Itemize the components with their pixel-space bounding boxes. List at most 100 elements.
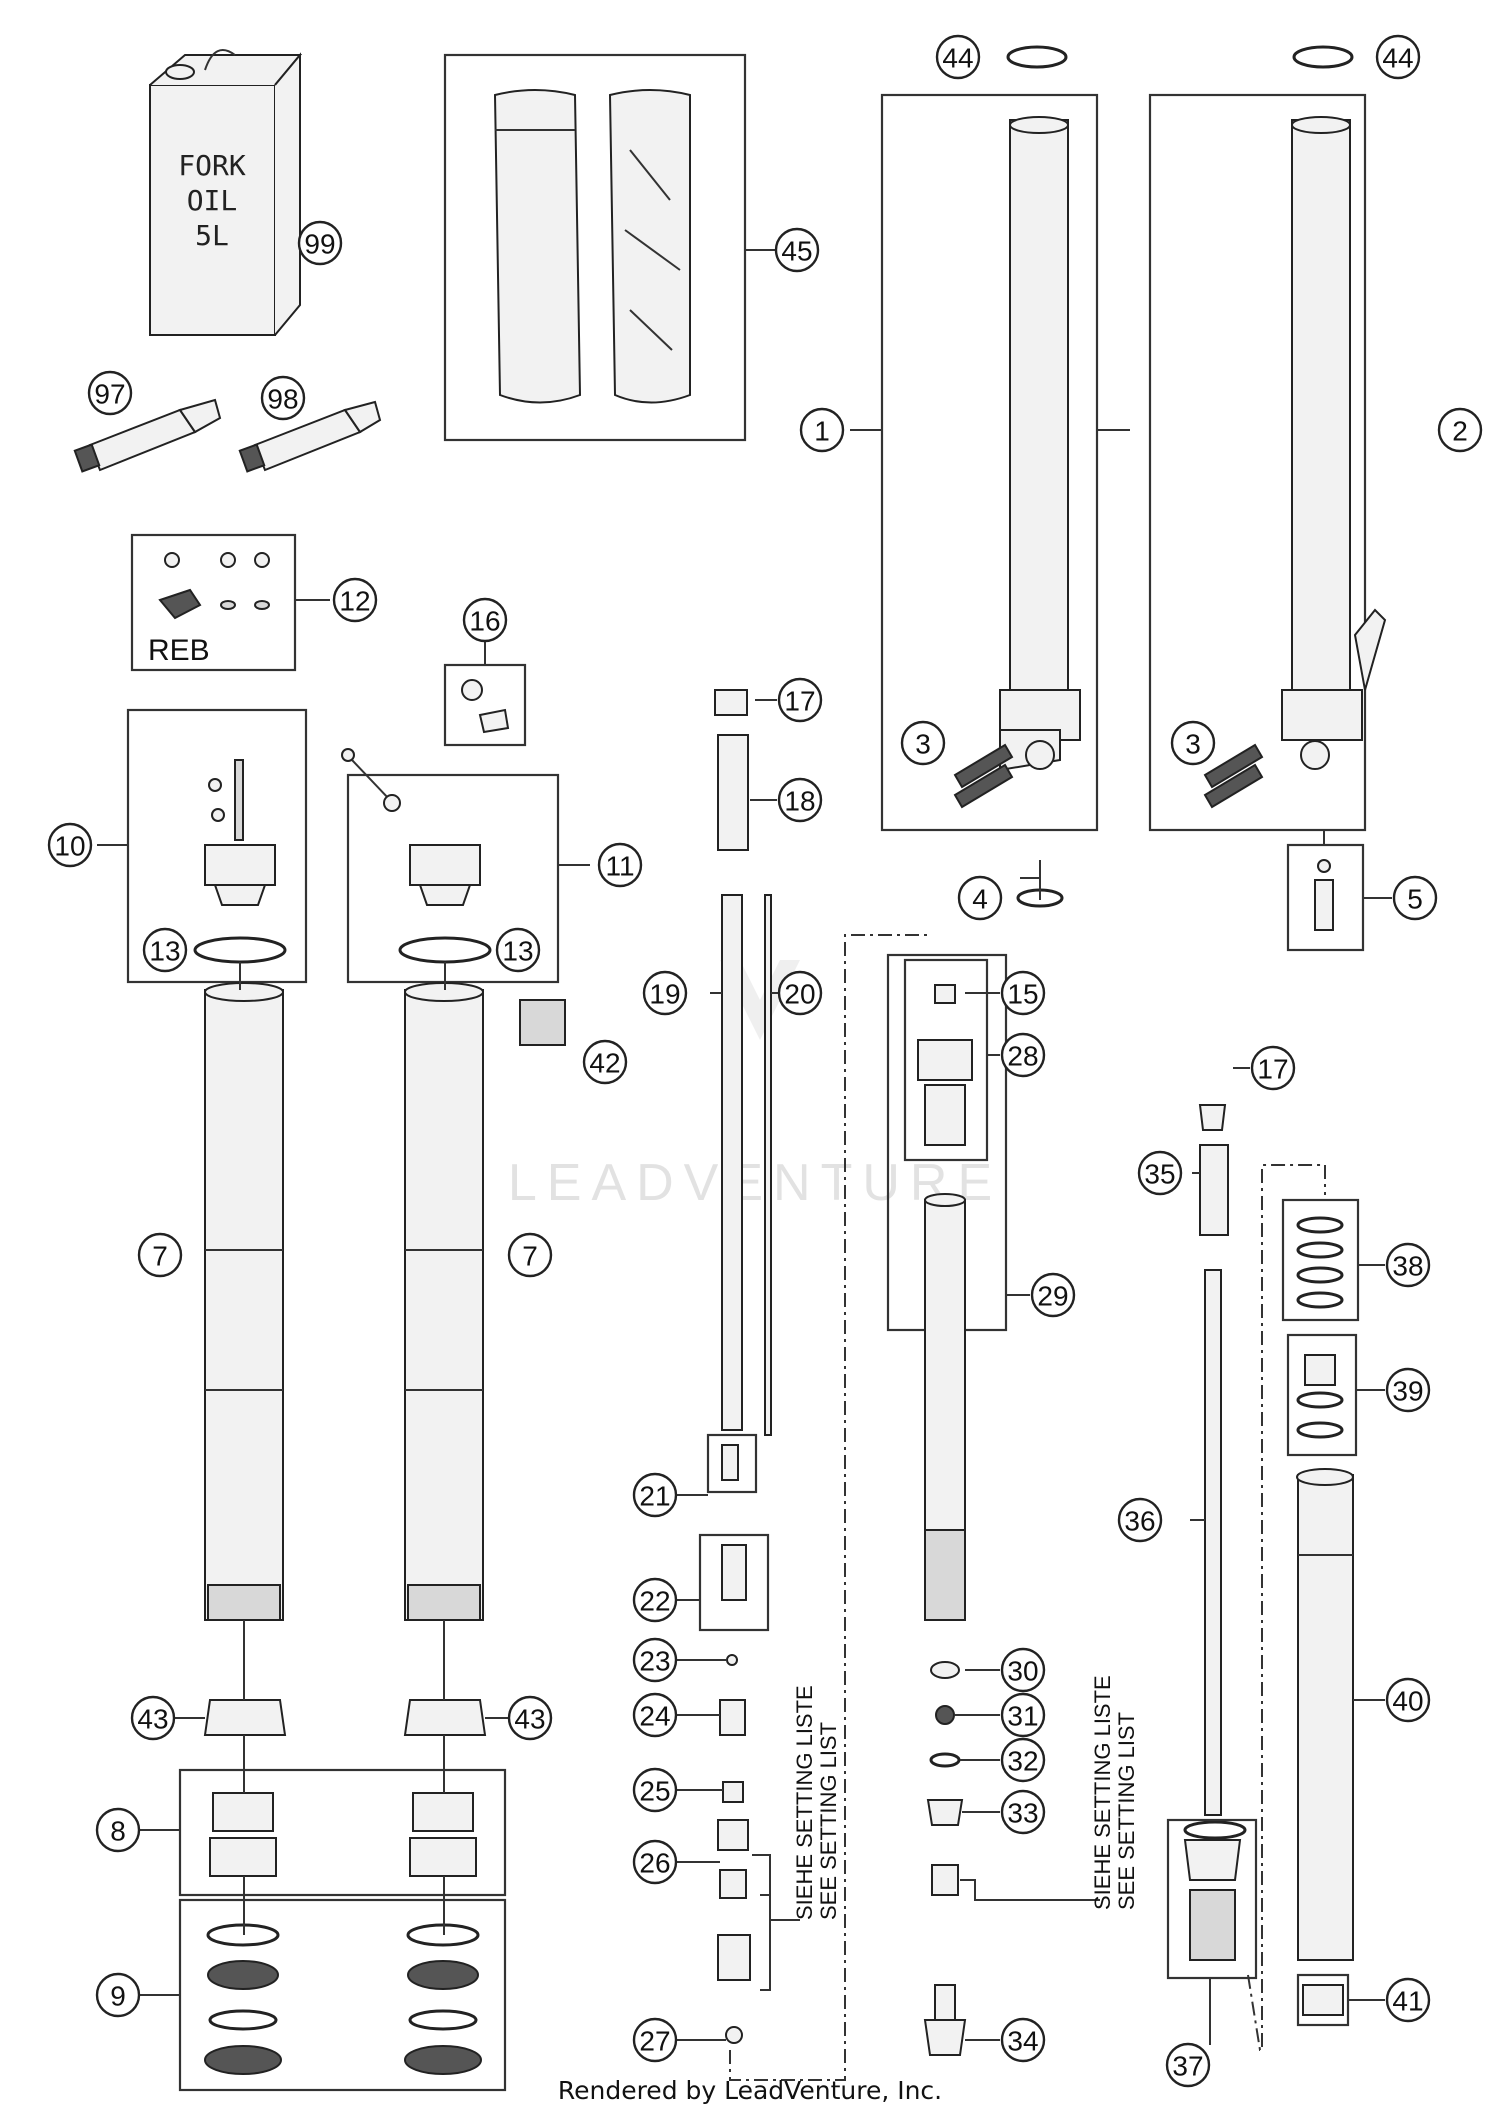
callout-circle [1437, 407, 1483, 453]
callout-21: 21 [632, 1472, 678, 1518]
grease-tube-97 [73, 398, 222, 473]
callout-circle [1385, 1367, 1431, 1413]
damper-rod-column [714, 689, 772, 2044]
callout-40: 40 [1385, 1677, 1431, 1723]
box-21 [706, 1433, 758, 1494]
callout-circle [900, 720, 946, 766]
callout-10: 10 [47, 822, 93, 868]
callout-circle [1030, 1272, 1076, 1318]
callout-circle [1250, 1045, 1296, 1091]
o-ring-44-right [1292, 45, 1354, 69]
callout-number: 9 [110, 1981, 126, 2012]
outer-tube-right [1203, 116, 1387, 809]
callout-19: 19 [642, 970, 688, 1016]
callout-circle [130, 1695, 176, 1741]
bleed-screw-box [443, 663, 527, 747]
callout-number: 24 [639, 1701, 670, 1732]
callout-circle [462, 597, 508, 643]
callout-number: 44 [1382, 43, 1413, 74]
callout-38: 38 [1385, 1242, 1431, 1288]
callout-number: 26 [639, 1848, 670, 1879]
watermark-text: LEADVENTURE [508, 1154, 1002, 1212]
callout-circle [1137, 1150, 1183, 1196]
callout-circle [1000, 1647, 1046, 1693]
callout-5: 5 [1392, 875, 1438, 921]
bushings-8 [209, 1792, 477, 1877]
callout-31: 31 [1000, 1692, 1046, 1738]
cartridge-29 [917, 984, 973, 1621]
callout-number: 17 [784, 686, 815, 717]
callout-97: 97 [87, 370, 133, 416]
callout-circle [495, 927, 541, 973]
callout-circle [777, 970, 823, 1016]
callout-circle [137, 1232, 183, 1278]
callout-28: 28 [1000, 1032, 1046, 1078]
can-label-oil: OIL [187, 184, 238, 217]
bushing-box [178, 1768, 507, 1897]
callout-number: 27 [639, 2026, 670, 2057]
dash-line-right [1247, 1164, 1326, 2051]
callout-circle [632, 1472, 678, 1518]
callout-44: 44 [935, 34, 981, 80]
callout-circle [632, 1692, 678, 1738]
callout-circle [1385, 1677, 1431, 1723]
callout-circle [632, 2017, 678, 2063]
inner-tube-left [204, 982, 284, 1621]
setting-en-2: SEE SETTING LIST [1114, 1712, 1139, 1910]
callout-3: 3 [900, 720, 946, 766]
setting-de-2: SIEHE SETTING LISTE [1090, 1675, 1115, 1910]
callout-number: 31 [1007, 1701, 1038, 1732]
callout-number: 98 [267, 384, 298, 415]
callout-number: 23 [639, 1646, 670, 1677]
spring-box-38 [1281, 1198, 1360, 1322]
callout-30: 30 [1000, 1647, 1046, 1693]
callout-7: 7 [137, 1232, 183, 1278]
callout-number: 3 [915, 729, 931, 760]
callout-number: 37 [1172, 2051, 1203, 2082]
part-42 [519, 999, 566, 1046]
callout-13: 13 [142, 927, 188, 973]
callout-number: 30 [1007, 1656, 1038, 1687]
callout-circle [774, 227, 820, 273]
callout-15: 15 [1000, 970, 1046, 1016]
callout-23: 23 [632, 1637, 678, 1683]
leader-lines [97, 249, 1392, 2045]
dash-line-left [729, 934, 930, 2081]
callout-circle [1170, 720, 1216, 766]
callout-circle [87, 370, 133, 416]
callout-number: 8 [110, 1816, 126, 1847]
callout-99: 99 [297, 220, 343, 266]
callout-98: 98 [260, 375, 306, 421]
setting-bracket-1 [752, 1854, 800, 1991]
outer-tube-right-box [1148, 93, 1367, 832]
callout-number: 4 [972, 884, 988, 915]
callout-18: 18 [777, 777, 823, 823]
callout-20: 20 [777, 970, 823, 1016]
callout-29: 29 [1030, 1272, 1076, 1318]
callout-number: 43 [514, 1704, 545, 1735]
callout-number: 38 [1392, 1251, 1423, 1282]
callout-circle [47, 822, 93, 868]
callout-circle [95, 1972, 141, 2018]
callout-circle [1385, 1242, 1431, 1288]
callout-circle [95, 1807, 141, 1853]
callout-41: 41 [1385, 1977, 1431, 2023]
callout-34: 34 [1000, 2017, 1046, 2063]
callout-2: 2 [1437, 407, 1483, 453]
callout-circle [632, 1767, 678, 1813]
callout-circle [642, 970, 688, 1016]
callout-37: 37 [1165, 2042, 1211, 2088]
callout-number: 7 [522, 1241, 538, 1272]
callout-9: 9 [95, 1972, 141, 2018]
callout-17: 17 [1250, 1045, 1296, 1091]
callout-39: 39 [1385, 1367, 1431, 1413]
callout-number: 28 [1007, 1041, 1038, 1072]
setting-en-1: SEE SETTING LIST [816, 1722, 841, 1920]
callout-number: 25 [639, 1776, 670, 1807]
fork-oil-can: FORK OIL 5L [149, 49, 303, 336]
callout-24: 24 [632, 1692, 678, 1738]
callout-36: 36 [1117, 1497, 1163, 1543]
callout-33: 33 [1000, 1789, 1046, 1835]
box-37 [1166, 1818, 1258, 1980]
